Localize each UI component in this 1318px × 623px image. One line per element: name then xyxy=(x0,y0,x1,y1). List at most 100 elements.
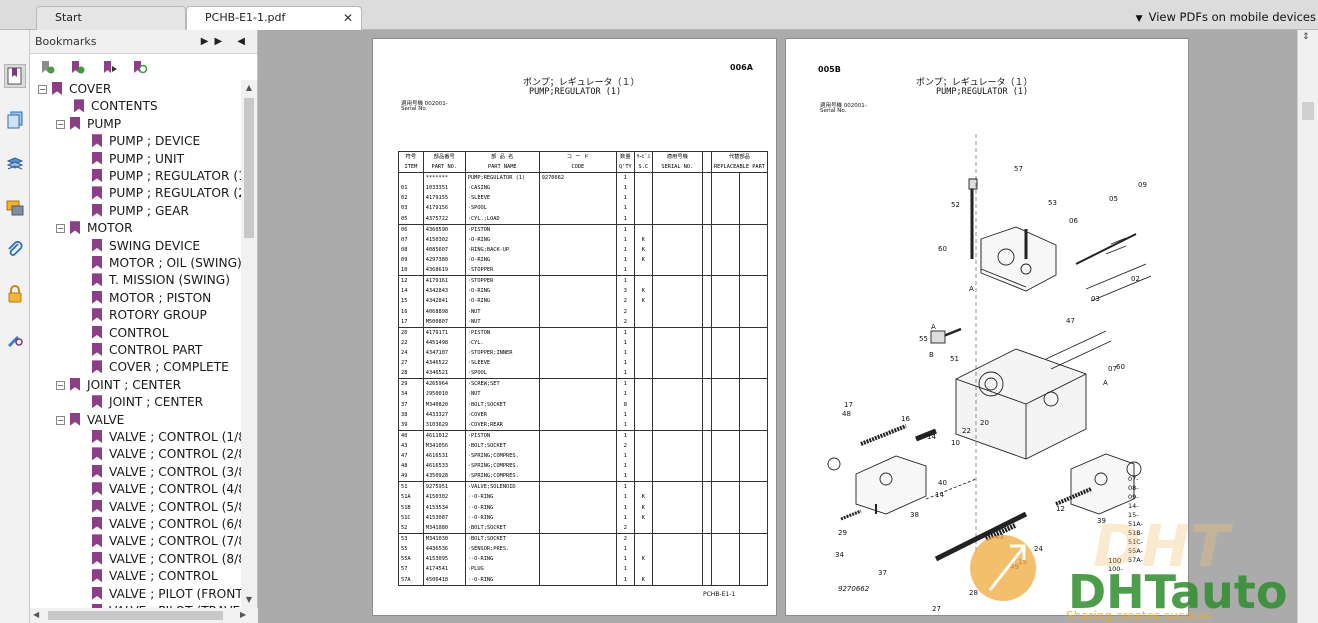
cell-empty xyxy=(701,378,712,390)
bookmark-item[interactable]: VALVE ; CONTROL (3/8) xyxy=(92,464,242,481)
bookmark-item[interactable]: PUMP ; GEAR xyxy=(92,203,189,220)
cell-empty xyxy=(710,306,740,317)
bookmark-item[interactable]: VALVE ; PILOT (TRAVE xyxy=(92,603,240,608)
cell-sc xyxy=(633,172,653,183)
collapse-toggle-icon[interactable]: − xyxy=(56,415,65,425)
scroll-right-icon[interactable]: ▶ xyxy=(240,610,247,619)
bookmark-item[interactable]: PUMP ; REGULATOR (2) xyxy=(92,185,242,202)
cell-empty xyxy=(701,326,712,338)
cell-empty xyxy=(710,409,740,420)
bookmark-item[interactable]: VALVE ; CONTROL (5/8) xyxy=(92,499,242,516)
bookmark-item[interactable]: CONTROL PART xyxy=(92,342,202,359)
bookmark-item[interactable]: MOTOR ; PISTON xyxy=(92,290,211,307)
bookmark-item[interactable]: − JOINT ; CENTER xyxy=(56,377,181,394)
cell-item: 53 xyxy=(398,532,424,544)
bookmark-item[interactable]: CONTENTS xyxy=(74,98,158,115)
collapse-toggle-icon[interactable]: − xyxy=(56,224,65,234)
mobile-pdf-link[interactable]: ▼View PDFs on mobile devices xyxy=(1136,6,1318,28)
cell-name: ··O-RING xyxy=(464,574,540,585)
find-bookmark-icon[interactable] xyxy=(132,60,148,76)
bookmark-item[interactable]: VALVE ; PILOT (FRONT, xyxy=(92,586,242,603)
page-thumbnails-icon[interactable] xyxy=(4,108,26,132)
cell-part: 4153095 xyxy=(422,554,466,565)
bookmark-item[interactable]: VALVE ; CONTROL xyxy=(92,568,218,585)
cell-sc xyxy=(633,368,653,379)
cell-name: ·CASING xyxy=(464,183,540,194)
diagram-callout-label: 10 xyxy=(951,439,960,447)
bookmark-item[interactable]: MOTOR ; OIL (SWING) xyxy=(92,255,242,272)
cell-code xyxy=(538,512,617,523)
bookmark-label: VALVE ; CONTROL (1/8) xyxy=(109,430,242,444)
cell-empty xyxy=(710,419,740,431)
cell-empty xyxy=(710,564,740,575)
fit-page-icon[interactable]: ⇕ xyxy=(1302,32,1310,42)
collapse-toggle-icon[interactable]: − xyxy=(38,85,47,94)
bookmark-label: VALVE ; CONTROL xyxy=(109,569,218,584)
bookmark-item[interactable]: VALVE ; CONTROL (2/8) xyxy=(92,446,242,463)
bookmark-item[interactable]: ROTORY GROUP xyxy=(92,307,207,324)
bookmark-item[interactable]: VALVE ; CONTROL (1/8) xyxy=(92,429,242,446)
document-vertical-scrollbar[interactable]: ⇕ xyxy=(1297,30,1318,623)
scroll-down-icon[interactable]: ▼ xyxy=(245,595,253,604)
security-lock-icon[interactable] xyxy=(4,282,26,306)
bookmark-item[interactable]: −PUMP xyxy=(56,116,121,133)
scroll-left-icon[interactable]: ◀ xyxy=(33,610,40,619)
bookmark-item[interactable]: −MOTOR xyxy=(56,220,133,237)
bookmark-item[interactable]: VALVE ; CONTROL (4/8) xyxy=(92,481,242,498)
bookmarks-panel-icon[interactable] xyxy=(4,64,26,88)
bookmark-item[interactable]: SWING DEVICE xyxy=(92,238,200,255)
cell-empty xyxy=(651,409,703,420)
bookmarks-vertical-scrollbar[interactable]: ▲ ▼ xyxy=(241,80,257,608)
scroll-up-icon[interactable]: ▲ xyxy=(245,83,253,92)
bookmarks-horizontal-scrollbar[interactable]: ◀ ▶ xyxy=(30,608,258,623)
bookmark-item[interactable]: −VALVE xyxy=(56,412,124,429)
bookmark-item[interactable]: PUMP ; UNIT xyxy=(92,151,184,168)
tab-start[interactable]: Start xyxy=(36,6,186,30)
cell-part: 3103629 xyxy=(422,419,466,431)
bookmark-label: JOINT ; CENTER xyxy=(87,377,182,392)
document-scroll-thumb[interactable] xyxy=(1302,102,1314,120)
cell-empty xyxy=(710,223,740,235)
cell-empty xyxy=(651,481,703,493)
bookmark-item[interactable]: COVER ; COMPLETE xyxy=(92,359,229,376)
diagram-callout-label: 51 xyxy=(950,355,959,363)
add-bookmark-icon[interactable] xyxy=(70,60,86,76)
bookmark-item[interactable]: JOINT ; CENTER xyxy=(92,394,203,411)
bookmark-item[interactable]: VALVE ; CONTROL (6/8) xyxy=(92,516,242,533)
bookmarks-hscroll-thumb[interactable] xyxy=(48,611,223,620)
cell-empty xyxy=(710,399,740,410)
bookmark-item[interactable]: VALVE ; CONTROL (7/8) xyxy=(92,533,242,550)
side-code-label: 09- xyxy=(1128,493,1139,501)
collapse-toggle-icon[interactable]: − xyxy=(56,119,65,129)
serial-label-jp: 適用号機 002001- xyxy=(820,103,867,109)
collapse-toggle-icon[interactable]: − xyxy=(56,380,65,390)
signature-icon[interactable] xyxy=(4,326,26,350)
layers-icon[interactable] xyxy=(4,152,26,176)
cell-empty xyxy=(710,254,740,266)
cell-empty xyxy=(651,254,703,266)
cell-empty xyxy=(738,409,769,420)
bookmarks-scroll-thumb[interactable] xyxy=(244,98,254,238)
bookmark-item[interactable]: PUMP ; DEVICE xyxy=(92,133,200,150)
diagram-callout-label: 52 xyxy=(951,201,960,209)
cell-name: ·SLEEVE xyxy=(464,193,540,204)
expand-bookmark-icon[interactable] xyxy=(102,60,118,76)
panel-controls[interactable]: ▶▶ ◀ xyxy=(200,36,251,47)
bookmark-options-icon[interactable] xyxy=(40,60,56,76)
cell-code xyxy=(538,213,617,225)
bookmark-item[interactable]: PUMP ; REGULATOR (1) xyxy=(92,168,242,185)
cell-empty xyxy=(651,429,703,441)
bookmark-item[interactable]: −COVER xyxy=(38,81,111,98)
tab-document[interactable]: PCHB-E1-1.pdf ✕ xyxy=(186,6,362,30)
bookmark-flag-icon xyxy=(92,325,102,339)
comments-icon[interactable] xyxy=(4,196,26,220)
close-tab-icon[interactable]: ✕ xyxy=(342,11,353,25)
bookmark-item[interactable]: CONTROL xyxy=(92,325,169,342)
cell-empty xyxy=(738,358,769,369)
bookmark-item[interactable]: T. MISSION (SWING) xyxy=(92,272,230,289)
attachments-icon[interactable] xyxy=(4,238,26,262)
bookmark-item[interactable]: VALVE ; CONTROL (8/8) xyxy=(92,551,242,568)
cell-empty xyxy=(738,389,769,400)
